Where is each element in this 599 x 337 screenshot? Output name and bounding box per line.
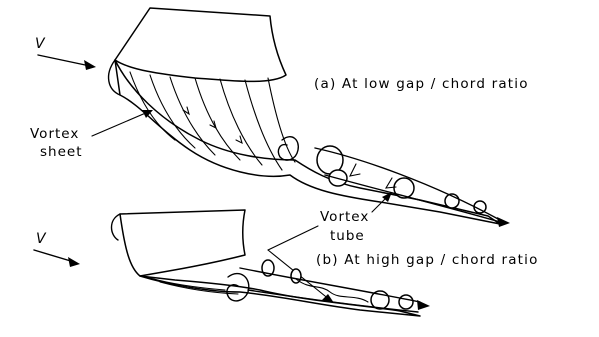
freestream-arrow-a (38, 55, 96, 70)
vortex-sheet-leader (92, 110, 153, 136)
caption-a: (a) At low gap / chord ratio (314, 76, 529, 92)
wing-a (115, 8, 286, 81)
freestream-velocity-label-b: V (36, 231, 47, 247)
panel-a: V (35, 8, 510, 227)
sheet-curl-a (278, 137, 298, 160)
caption-b: (b) At high gap / chord ratio (316, 252, 539, 268)
vortex-sheet-label-line1: Vortex (30, 126, 79, 142)
vortex-sheet-label-line2: sheet (40, 144, 83, 160)
wing-b (120, 210, 245, 276)
freestream-arrow-b (34, 250, 80, 267)
vortex-tube-label-line1: Vortex (320, 209, 369, 225)
vortex-tube-label-line2: tube (330, 228, 365, 244)
freestream-velocity-label-a: V (35, 36, 46, 52)
